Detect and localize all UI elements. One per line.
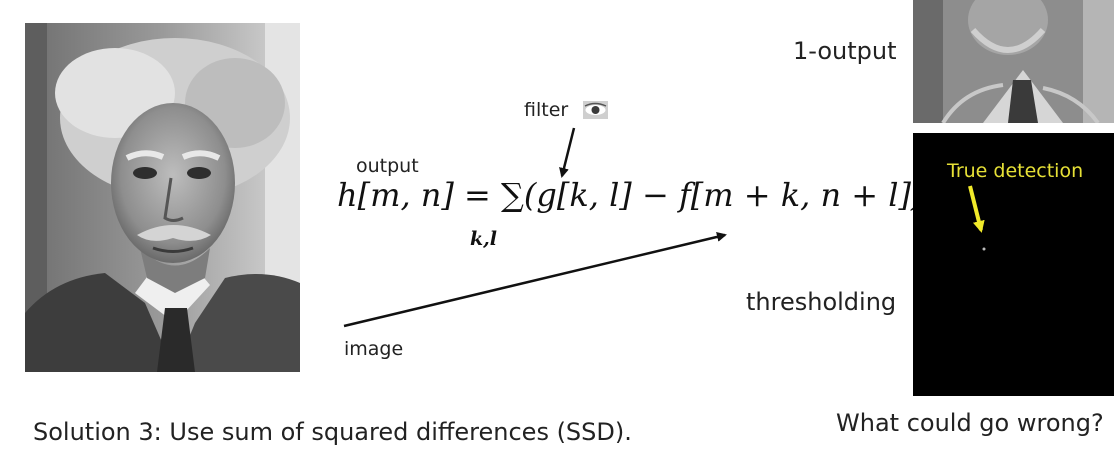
one-output-label: 1-output [793, 37, 897, 65]
thresholding-label: thresholding [746, 288, 897, 316]
filter-label: filter [524, 99, 569, 121]
detection-point [982, 247, 986, 251]
arrow-right-icon [343, 231, 727, 328]
eye-icon [583, 101, 608, 119]
image-label: image [344, 338, 404, 360]
einstein-photo [25, 23, 300, 372]
output-label: output [356, 155, 419, 177]
ssd-formula: h[m, n] = ∑(g[k, l] − f[m + k, n + l])² [337, 176, 937, 214]
arrow-down-icon [559, 127, 576, 178]
true-detection-label: True detection [947, 160, 1084, 182]
one-output-image [913, 0, 1114, 123]
sum-subscript: k,l [470, 228, 497, 250]
solution-caption: Solution 3: Use sum of squared differenc… [33, 418, 632, 446]
thresholded-image [913, 133, 1114, 396]
question-caption: What could go wrong? [836, 409, 1104, 437]
